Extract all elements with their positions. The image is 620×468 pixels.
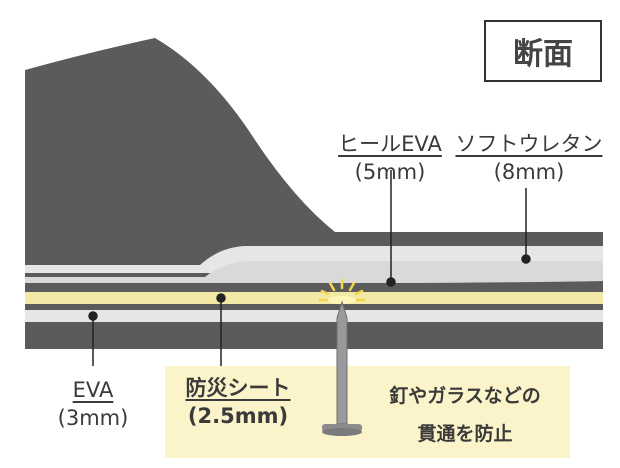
eva-thickness: (3mm) [57,406,129,430]
heel-eva-name: ヒールEVA [338,132,442,156]
label-heel-eva: ヒールEVA (5mm) [330,131,450,187]
leader-sheet [216,293,226,366]
soft-urethane-thickness: (8mm) [493,160,565,184]
label-eva: EVA (3mm) [38,377,148,433]
leader-heel-eva [386,170,396,287]
leader-soft-urethane [521,188,531,264]
heel-eva-layer [25,261,603,283]
leader-eva [88,311,98,366]
caption-highlight [165,366,570,458]
penetration-caption: 釘やガラスなどの 貫通を防止 [380,377,550,453]
sheet-name: 防災シート [185,376,291,400]
heel-eva-thickness: (5mm) [354,160,426,184]
eva-layer [25,310,603,322]
label-soft-urethane: ソフトウレタン (8mm) [454,131,604,187]
label-protection-sheet: 防災シート (2.5mm) [182,375,294,431]
section-title: 断面 [484,20,602,82]
sheet-thickness: (2.5mm) [187,404,289,428]
caption-line-1: 釘やガラスなどの [389,385,541,407]
soft-urethane-name: ソフトウレタン [455,132,603,156]
impact-spark [318,278,366,302]
eva-name: EVA [72,378,114,402]
spark-glow [328,296,356,304]
caption-line-2: 貫通を防止 [417,423,513,445]
protection-sheet-layer [25,292,603,304]
